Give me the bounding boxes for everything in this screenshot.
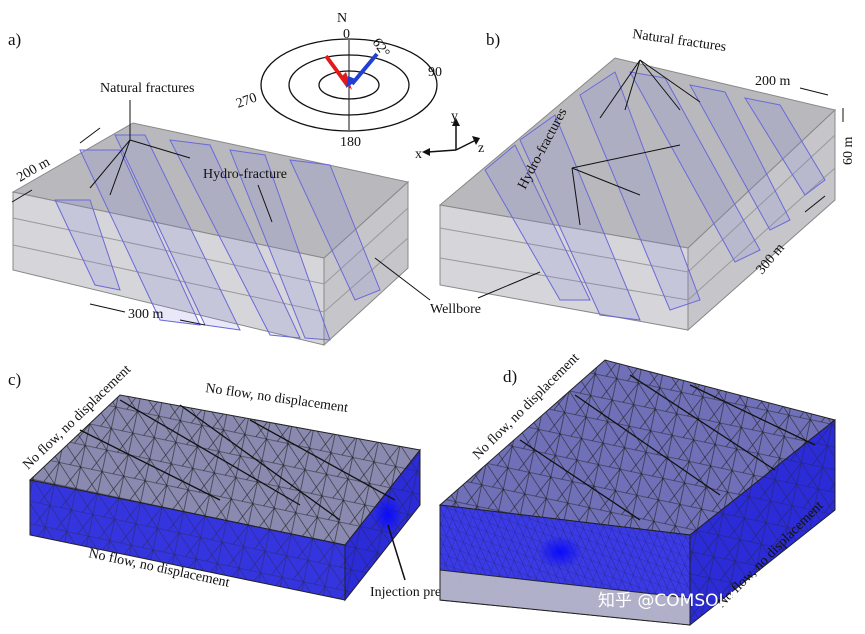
block-b-side [687,108,836,332]
compass: N 0 62° 90 180 270 [234,11,442,150]
compass-ring-outer [260,38,438,132]
compass-deg-0: 0 [343,27,350,42]
hydro-fracture-a-label: Hydro-fracture [203,167,287,182]
hydro-fracture-a-arrow [257,184,273,223]
wellbore-arrow-b [477,271,541,299]
injection-point-d [538,536,582,568]
dim-width-a-line2 [79,127,101,144]
natural-fractures-b-arrows [599,59,701,119]
block-d-bottom-band [439,569,691,626]
fractures-d [519,374,816,521]
wellbore-arrow-a [374,257,431,301]
panel-a-label: a) [8,30,21,49]
dim-height-b: 60 m [841,137,856,166]
axis-y-label: y [451,109,458,124]
wellbore-annotation: Wellbore [374,257,541,317]
layer-line-b1 [439,134,836,273]
panel-b-label: b) [486,30,500,49]
compass-deg-180: 180 [340,135,361,150]
injection-arrow-c [387,524,406,581]
panel-d: d) No flow, no displacement No flow, no … [438,351,837,627]
panel-a: a) Natural fractures Hydro-fracture 200 … [8,30,410,347]
dim-length-a: 300 m [128,307,164,322]
panel-b: b) Natural fractures Hydro-fractures 200… [438,27,856,332]
block-d-side-mesh [690,420,835,625]
axis-z-line [455,139,477,151]
compass-deg-270: 270 [234,90,259,111]
compass-arrow-blue [350,52,379,86]
axis-z-head [472,136,480,145]
dim-length-a-line2 [179,319,206,326]
wellbore-label: Wellbore [430,302,481,317]
dim-width-b-line [799,87,829,96]
natural-fractures-b-label: Natural fractures [631,27,727,55]
axis-x-label: x [415,147,422,162]
compass-arrow-blue-head [346,76,358,88]
dim-width-a-line1 [11,189,33,203]
hydro-fractures-b-arrows [571,144,681,226]
watermark: 知乎 @COMSOL地矿油 [598,591,779,611]
layer-line-a1 [12,207,409,285]
injection-point-c [374,497,402,533]
bc-top-c: No flow, no displacement [204,381,349,416]
axis-x-line [427,149,457,153]
fractures-b [484,71,826,321]
axis-x-head [422,148,430,156]
dim-length-a-line1 [89,303,126,313]
axis-triad: y x z [415,109,484,162]
block-a-side [323,180,409,347]
block-c-front-mesh [30,480,345,600]
natural-fractures-a-label: Natural fractures [100,81,194,96]
axis-y-head [452,118,460,126]
compass-deg-90: 90 [428,65,442,80]
block-d-top-mesh [440,360,835,535]
dim-width-b: 200 m [755,74,791,89]
panel-c-label: c) [8,370,21,389]
natural-fractures-a-arrows [89,100,191,196]
layer-line-a2 [12,237,409,313]
fractures-c [79,399,396,521]
dim-length-b-line [804,195,826,213]
axis-z-label: z [478,141,484,156]
panel-d-label: d) [503,367,517,386]
compass-north: N [337,11,347,26]
